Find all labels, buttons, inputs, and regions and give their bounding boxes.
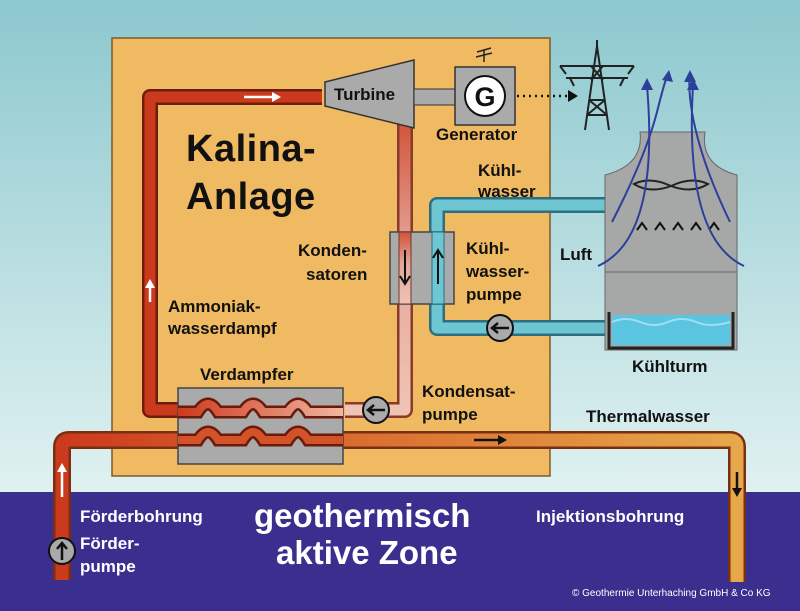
ammonia-vapour-label-line1: Ammoniak- bbox=[168, 297, 261, 316]
flow-arrows bbox=[57, 92, 742, 497]
condensate-pump-label-line1: Kondensat- bbox=[422, 382, 516, 401]
geothermal-zone-label-line1: geothermisch bbox=[254, 497, 471, 534]
condensate-pump bbox=[362, 396, 390, 424]
condenser bbox=[389, 231, 455, 305]
plant-title-line2: Anlage bbox=[186, 176, 316, 218]
ammonia-vapour-pipe-fill bbox=[144, 91, 322, 416]
ammonia-vapour-label-line2: wasserdampf bbox=[168, 319, 277, 338]
condensate-pump-label-line2: pumpe bbox=[422, 405, 478, 424]
turbine-shaft bbox=[413, 88, 457, 106]
cooling-water-pump-label-line2: wasser- bbox=[466, 262, 530, 281]
geothermal-zone-label-line2: aktive Zone bbox=[276, 534, 458, 571]
production-pump-label-line2: pumpe bbox=[80, 557, 136, 576]
cooling-water-pump bbox=[486, 314, 514, 342]
power-pylon-icon bbox=[559, 40, 635, 131]
condensers-label-line2: satoren bbox=[306, 265, 368, 284]
condensers-label-line1: Konden- bbox=[298, 241, 367, 260]
thermal-water-pipe-fill bbox=[55, 433, 744, 582]
production-pump-label-line1: Förder- bbox=[80, 534, 140, 553]
cooling-water-pump-label-line3: pumpe bbox=[466, 285, 522, 304]
production-pump bbox=[48, 537, 76, 565]
injection-well-label: Injektionsbohrung bbox=[536, 507, 685, 526]
air-flow-arrows-icon bbox=[597, 73, 745, 267]
evaporator-label: Verdampfer bbox=[200, 365, 294, 384]
generator-symbol: G bbox=[474, 82, 495, 112]
cooling-water-label-line2: wasser bbox=[478, 182, 536, 201]
plant-title-line1: Kalina- bbox=[186, 128, 317, 170]
turbine-label: Turbine bbox=[334, 85, 396, 104]
air-label: Luft bbox=[560, 245, 593, 264]
cooling-water-pump-label-line1: Kühl- bbox=[466, 239, 510, 258]
air-flow-arrowheads bbox=[641, 70, 699, 90]
thermal-water-label: Thermalwasser bbox=[586, 407, 710, 426]
generator-label: Generator bbox=[436, 125, 518, 144]
generator bbox=[454, 47, 516, 126]
cooling-tower-label: Kühlturm bbox=[632, 357, 708, 376]
power-output-arrowhead bbox=[568, 90, 578, 102]
production-well-label: Förderbohrung bbox=[80, 507, 203, 526]
evaporator bbox=[177, 387, 344, 465]
turbine bbox=[324, 59, 415, 129]
cooling-water-label-line1: Kühl- bbox=[478, 161, 522, 180]
ground-zone bbox=[0, 492, 800, 611]
copyright-notice: © Geothermie Unterhaching GmbH & Co KG bbox=[572, 588, 771, 599]
